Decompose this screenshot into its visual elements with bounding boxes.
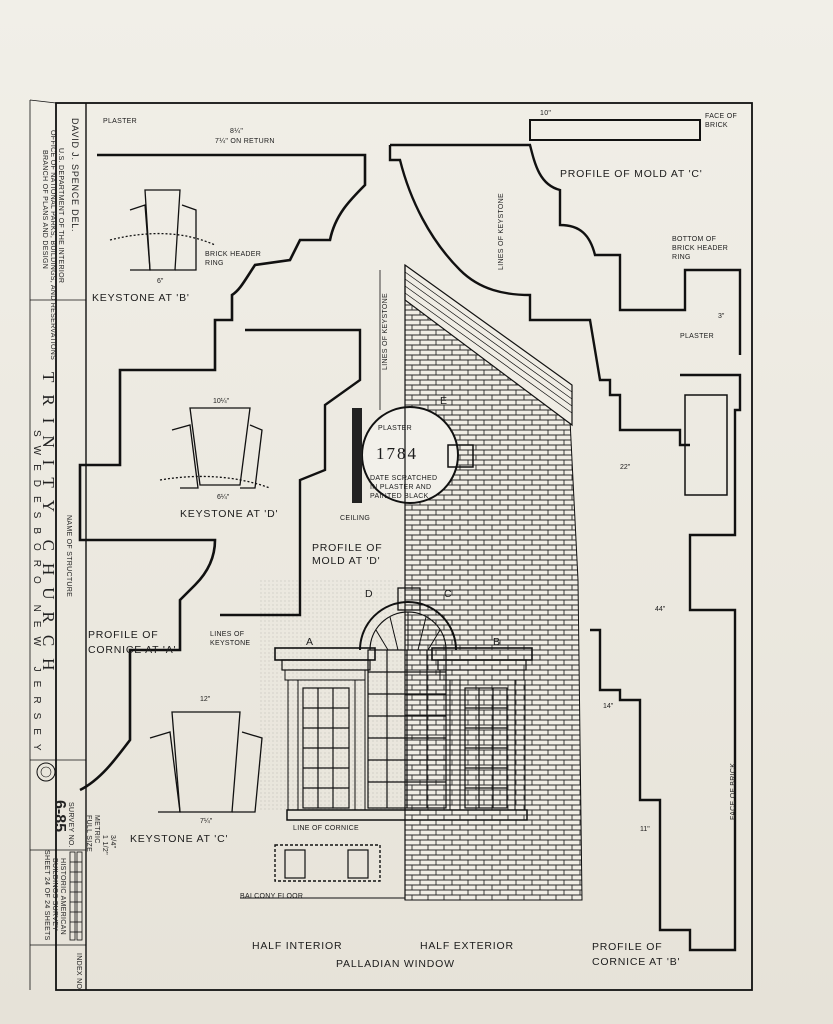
mark-c: C xyxy=(444,588,453,600)
half-interior-title: HALF INTERIOR xyxy=(252,940,343,952)
plaster-label-right: PLASTER xyxy=(680,333,714,340)
agency-line-3: BRANCH OF PLANS AND DESIGN xyxy=(41,150,48,270)
bottom-brick-header-label: BOTTOM OF BRICK HEADER RING xyxy=(672,236,729,261)
profile-mold-d-title: PROFILE OF MOLD AT 'D' xyxy=(312,542,383,567)
brick-header-ring-label: BRICK HEADER RING xyxy=(205,251,262,267)
keystone-d xyxy=(159,407,271,489)
agency-line-1: U.S. DEPARTMENT OF THE INTERIOR xyxy=(57,148,64,284)
keystone-c xyxy=(149,711,263,813)
face-of-brick-label-2: FACE OF BRICK xyxy=(730,762,737,820)
line-of-cornice-label: LINE OF CORNICE xyxy=(293,825,359,832)
lines-of-keystone-2: LINES OF KEYSTONE xyxy=(382,293,389,370)
dim-22: 22" xyxy=(620,464,631,471)
scale-fraction-1: 1 1/2" xyxy=(101,835,108,855)
keystone-b-title: KEYSTONE AT 'B' xyxy=(92,292,190,304)
dim-7q: 7¼" xyxy=(200,818,213,825)
mark-b: B xyxy=(493,636,501,648)
hab-line-1: HISTORIC AMERICAN xyxy=(59,858,66,935)
sheet-number: SHEET 24 OF 24 SHEETS xyxy=(43,850,50,941)
ceiling-label: CEILING xyxy=(340,515,371,522)
keystone-c-title: KEYSTONE AT 'C' xyxy=(130,833,229,845)
dim-14: 14" xyxy=(603,703,614,710)
dim-12: 12" xyxy=(200,696,211,703)
scale-metric: METRIC xyxy=(93,815,100,844)
date-note: DATE SCRATCHED IN PLASTER AND PAINTED BL… xyxy=(370,475,438,500)
survey-seal xyxy=(36,762,56,782)
side-window-right xyxy=(464,687,508,809)
mark-d: D xyxy=(365,588,374,600)
name-of-structure-label: NAME OF STRUCTURE xyxy=(65,515,72,598)
scale-full-size: FULL SIZE xyxy=(85,815,92,853)
hab-line-2: BUILDINGS SURVEY xyxy=(51,858,58,932)
dim-on-return: 7¼" ON RETURN xyxy=(215,138,275,145)
palladian-window-title: PALLADIAN WINDOW xyxy=(336,958,455,970)
mold-c-profile xyxy=(390,143,742,355)
profile-mold-c-title: PROFILE OF MOLD AT 'C' xyxy=(560,168,703,180)
lines-of-keystone-1: LINES OF KEYSTONE xyxy=(498,193,505,270)
survey-number: 6-85 xyxy=(51,800,68,833)
dim-11: 11" xyxy=(640,826,650,833)
cornice-a-profile xyxy=(78,153,367,792)
structure-location: SWEDESBORO NEW JERSEY xyxy=(31,430,42,760)
plaster-label-top: PLASTER xyxy=(103,118,137,125)
plaster-label-center: PLASTER xyxy=(378,425,412,432)
face-of-brick-label: FACE OF BRICK xyxy=(705,113,738,129)
survey-no-label: SURVEY NO. xyxy=(67,802,74,848)
outer-border xyxy=(55,102,753,991)
delineator-label: DAVID J. SPENCE DEL. xyxy=(70,118,80,233)
dim-10: 10" xyxy=(540,110,552,117)
dim-6: 6" xyxy=(157,278,164,285)
keystone-b xyxy=(109,189,216,271)
scale-bars xyxy=(69,851,83,941)
dim-6q: 6¼" xyxy=(217,494,230,501)
cornice-b-profile xyxy=(590,373,742,952)
dim-3: 3" xyxy=(718,313,725,320)
keystone-d-title: KEYSTONE AT 'D' xyxy=(180,508,279,520)
dim-8-quarter: 8¼" xyxy=(230,128,244,135)
dim-10q: 10¼" xyxy=(213,398,230,405)
balcony-floor-label: BALCONY FLOOR xyxy=(240,893,304,900)
half-exterior-title: HALF EXTERIOR xyxy=(420,940,514,952)
lines-of-keystone-3: LINES OF KEYSTONE xyxy=(210,631,251,647)
dim-44: 44" xyxy=(655,606,666,613)
date-1784: 1784 xyxy=(376,444,418,463)
scale-fraction-2: 3/4" xyxy=(109,835,116,849)
mark-a: A xyxy=(306,636,314,648)
profile-cornice-b-title: PROFILE OF CORNICE AT 'B' xyxy=(592,941,681,968)
profile-cornice-a-title: PROFILE OF CORNICE AT 'A' xyxy=(88,629,177,656)
index-no-label: INDEX NO. xyxy=(75,953,82,992)
mark-e: E xyxy=(440,395,448,407)
agency-line-2: OFFICE OF NATIONAL PARKS, BUILDINGS, AND… xyxy=(49,130,56,361)
